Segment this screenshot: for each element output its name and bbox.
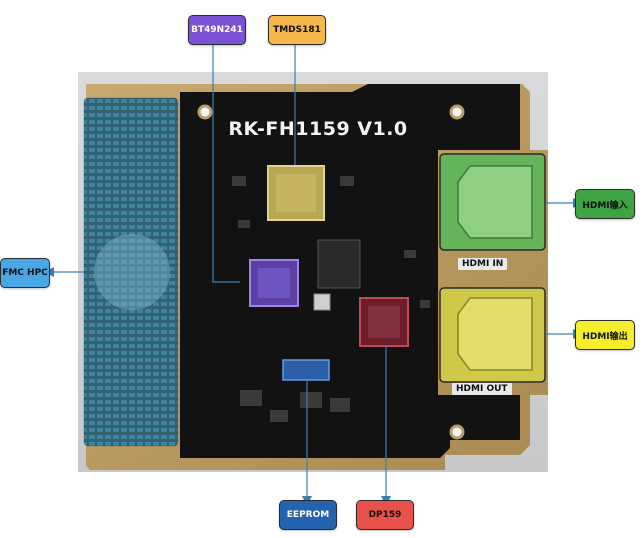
board-title: RK-FH1159 V1.0 <box>228 118 408 140</box>
hdmi-out-callout: HDMI输出 <box>575 320 635 350</box>
mounting-hole <box>449 104 465 120</box>
crystal <box>313 293 331 311</box>
hdmi-out-silkscreen: HDMI OUT <box>452 383 512 395</box>
center-ic <box>317 239 361 289</box>
tmds181-callout: TMDS181 <box>268 15 326 45</box>
fmc-hpc-callout: FMC HPC <box>0 258 50 288</box>
dp159-callout: DP159 <box>356 500 414 530</box>
hdmi-in-silkscreen: HDMI IN <box>458 258 508 270</box>
small-components <box>232 176 430 422</box>
bt49n241-callout: BT49N241 <box>188 15 246 45</box>
fmc-connector <box>84 98 178 446</box>
eeprom-callout: EEPROM <box>279 500 337 530</box>
hdmi-in-callout: HDMI输入 <box>575 189 635 219</box>
mounting-hole <box>449 424 465 440</box>
mounting-hole <box>197 104 213 120</box>
eeprom-chip <box>282 359 330 381</box>
leader-lines <box>52 42 575 500</box>
